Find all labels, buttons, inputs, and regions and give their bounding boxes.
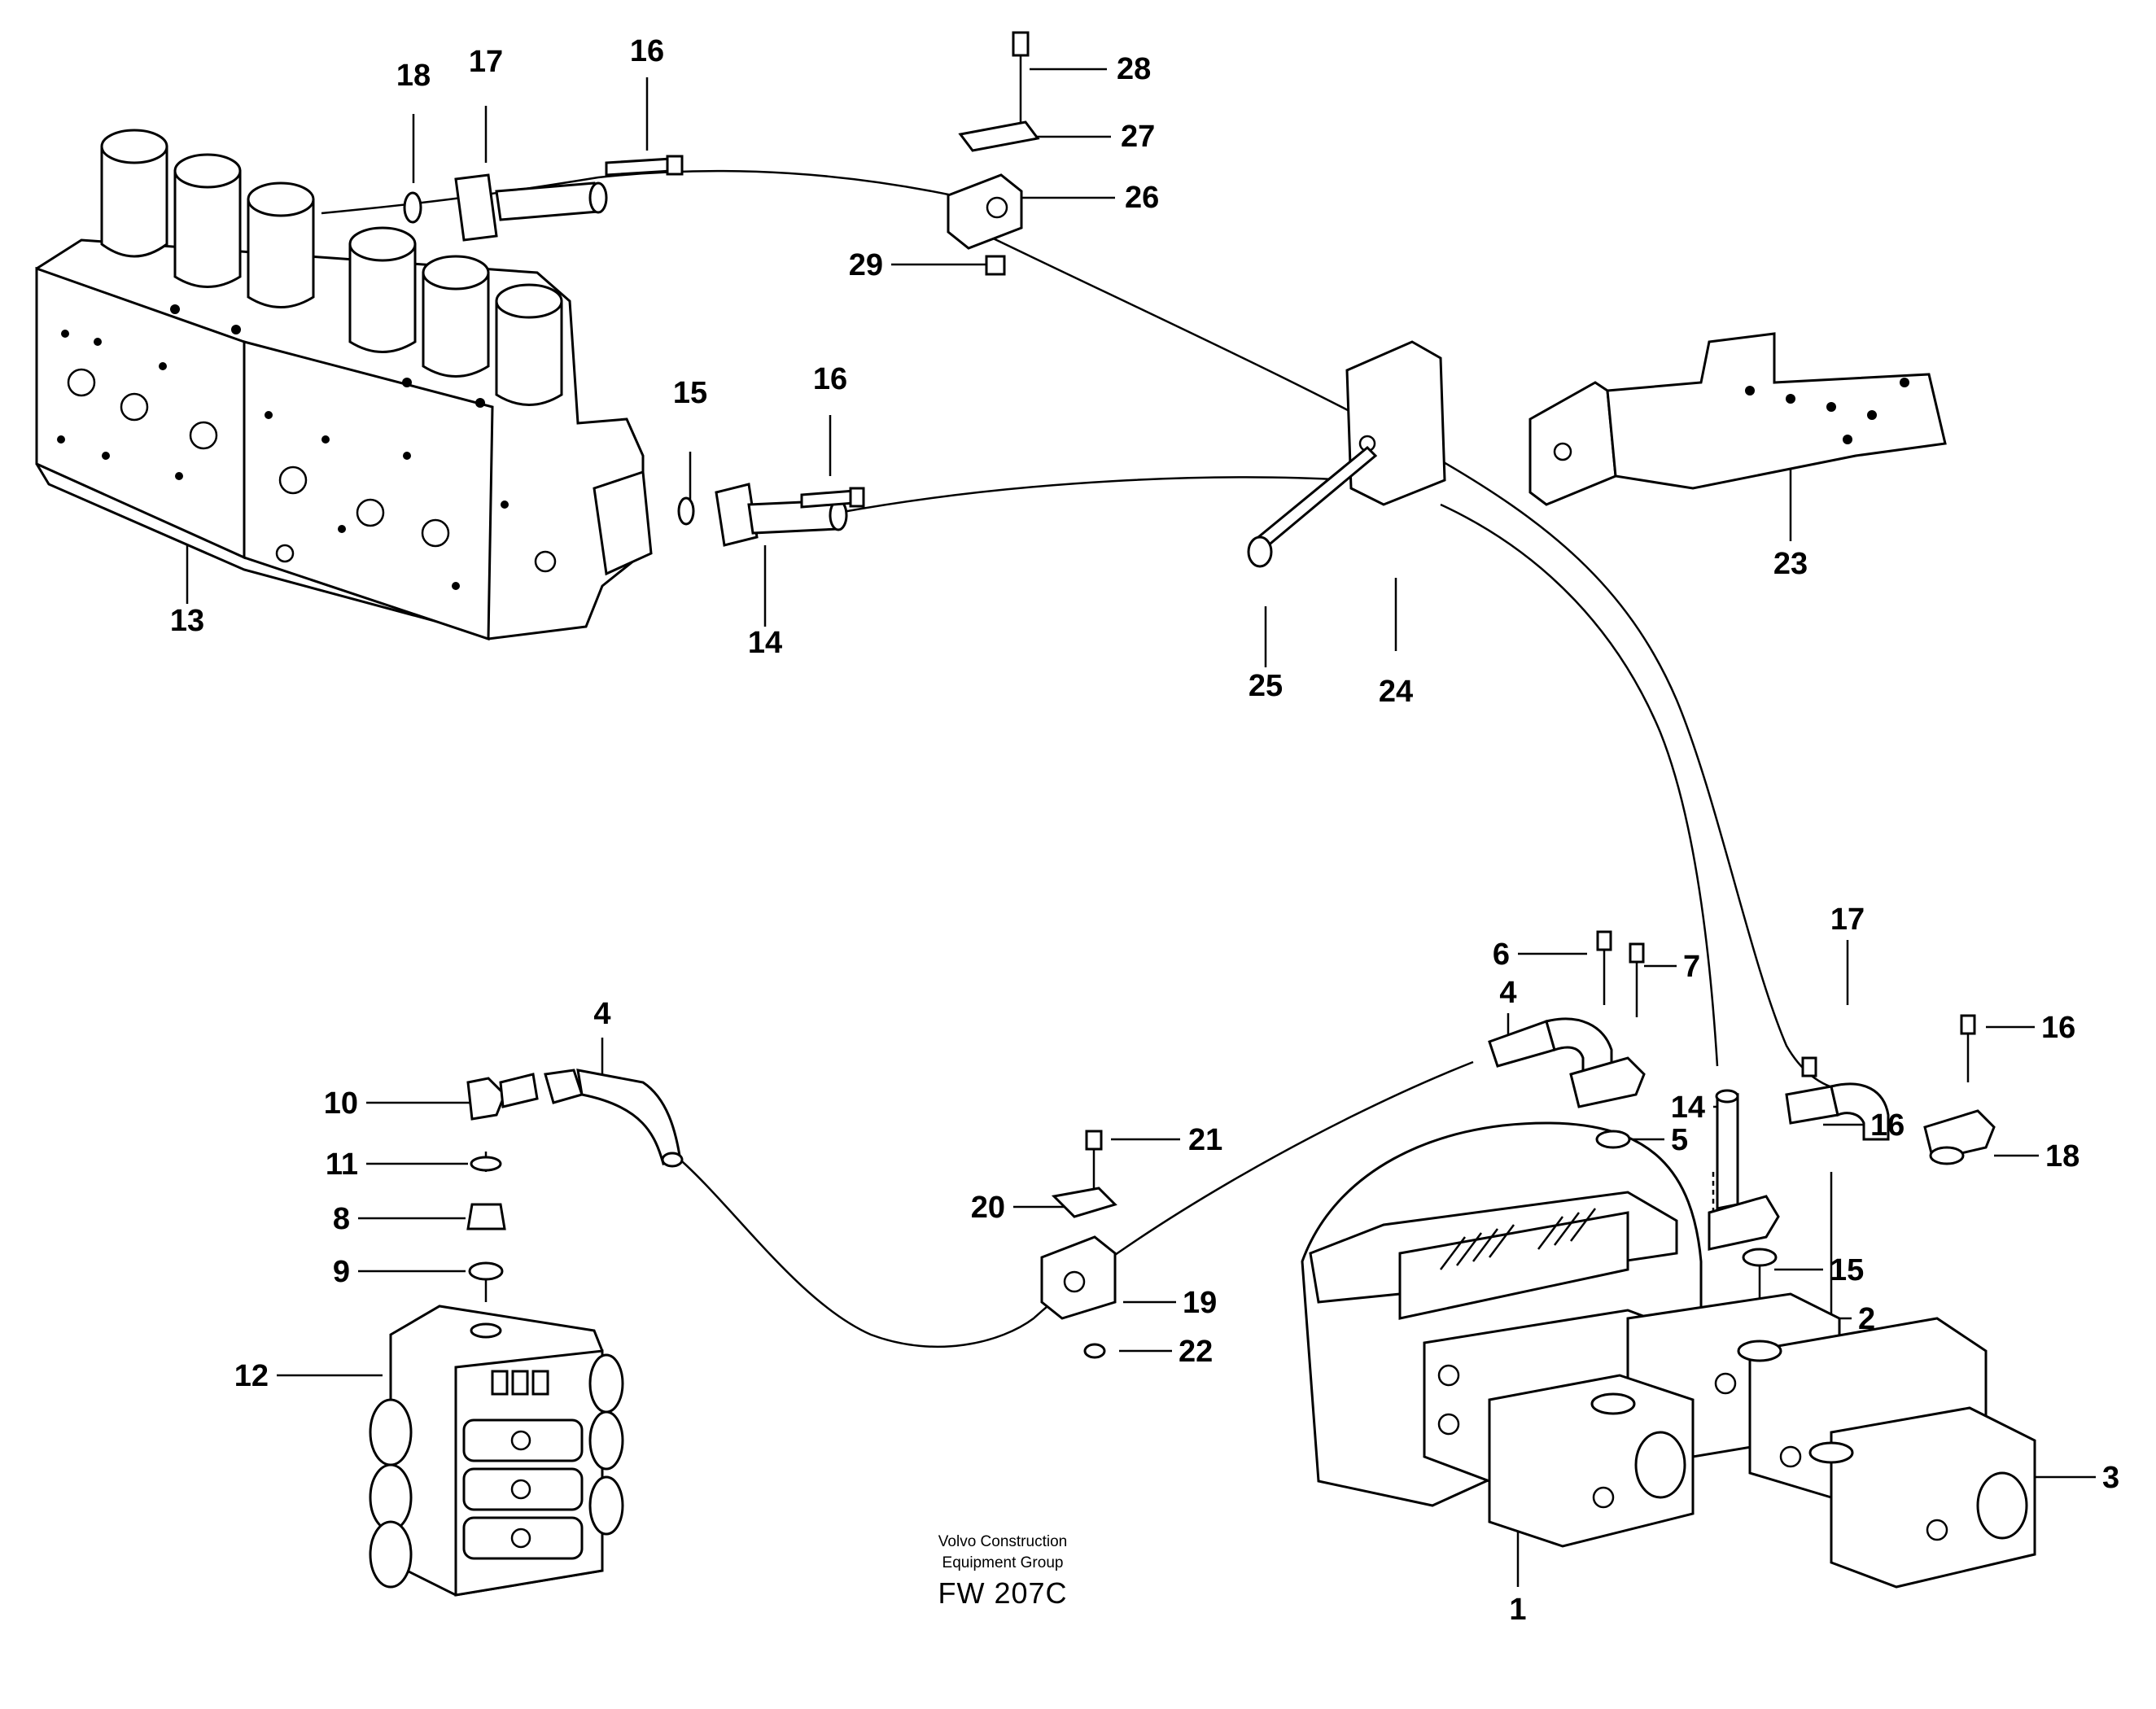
washer-20 — [1051, 1187, 1117, 1218]
nut-29 — [985, 255, 1006, 276]
o-ring-18 — [403, 191, 422, 224]
label-26: 26 — [1125, 181, 1159, 215]
adapter-8 — [466, 1203, 506, 1230]
label-23: 23 — [1773, 547, 1808, 581]
hose-17b — [1785, 1085, 1839, 1125]
bolt-25 — [1251, 445, 1378, 553]
label-5: 5 — [1671, 1123, 1688, 1157]
bolt-7 — [1629, 942, 1645, 964]
o-ring-15a — [677, 496, 695, 526]
label-13: 13 — [170, 604, 204, 638]
label-25: 25 — [1249, 669, 1283, 703]
label-14b: 14 — [1671, 1091, 1705, 1125]
label-22: 22 — [1179, 1335, 1213, 1369]
hose-4b — [1488, 1020, 1556, 1068]
label-16a: 16 — [630, 34, 664, 68]
bolt-6 — [1596, 930, 1612, 951]
flange-pump-b — [1708, 1195, 1780, 1251]
credit-line-1: Volvo Construction — [938, 1533, 1067, 1550]
label-19: 19 — [1183, 1286, 1217, 1320]
valve-block-12 — [369, 1305, 624, 1597]
label-29: 29 — [849, 248, 883, 282]
label-12: 12 — [234, 1359, 269, 1393]
nut-22 — [1083, 1343, 1106, 1359]
label-6: 6 — [1493, 938, 1510, 972]
label-2: 2 — [1858, 1302, 1875, 1336]
label-3: 3 — [2102, 1461, 2119, 1495]
label-14a: 14 — [748, 626, 782, 660]
label-4b: 4 — [1499, 976, 1516, 1010]
label-18a: 18 — [396, 59, 431, 93]
label-11: 11 — [326, 1147, 358, 1182]
clamp-26 — [947, 173, 1023, 250]
fittings-upper — [403, 155, 865, 547]
label-16d: 16 — [1870, 1108, 1905, 1143]
hose-4a — [576, 1069, 681, 1166]
label-24: 24 — [1379, 675, 1413, 709]
label-17b: 17 — [1830, 903, 1865, 937]
drawing-code: FW 207C — [938, 1576, 1067, 1610]
label-16b: 16 — [813, 362, 847, 396]
label-20: 20 — [971, 1191, 1005, 1225]
label-4a: 4 — [593, 997, 610, 1031]
o-ring-5 — [1595, 1130, 1631, 1149]
hose-middle — [837, 476, 1348, 514]
label-1: 1 — [1509, 1593, 1526, 1627]
pump-assembly — [1301, 1121, 2036, 1589]
label-10: 10 — [324, 1086, 358, 1121]
flange-pump-a — [1569, 1056, 1646, 1108]
hose-upper-diagonal — [984, 233, 1844, 1092]
tube-14b — [1716, 1093, 1739, 1210]
label-27: 27 — [1121, 120, 1155, 154]
credit-line-2: Equipment Group — [942, 1554, 1064, 1571]
label-21: 21 — [1188, 1123, 1222, 1157]
label-17a: 17 — [469, 45, 503, 79]
flange-17 — [454, 173, 498, 242]
clamp-24 — [1345, 340, 1446, 506]
hose-middle-to-pump — [1440, 503, 1719, 1067]
label-8: 8 — [333, 1202, 350, 1236]
label-7: 7 — [1683, 950, 1700, 984]
bolt-28 — [1012, 31, 1030, 57]
bracket-23 — [1528, 381, 1617, 506]
o-ring-18b — [1929, 1146, 1965, 1165]
label-15a: 15 — [673, 376, 707, 410]
control-valve-13 — [35, 129, 653, 641]
bolt-21 — [1085, 1130, 1103, 1151]
clamp-assembly-19 — [1040, 1130, 1117, 1359]
bolt-16d — [1801, 1056, 1817, 1077]
elbow-10 — [466, 1077, 506, 1121]
fittings-lower-left — [466, 1069, 684, 1281]
drawing-credit: Volvo Construction Equipment Group FW 20… — [938, 1533, 1067, 1610]
bolt-16a — [605, 157, 673, 177]
callout-labels: 18 17 16 28 27 26 29 15 16 13 14 25 24 2… — [170, 34, 2119, 1627]
clamp-assembly-26 — [947, 31, 1040, 276]
washer-9 — [468, 1261, 504, 1281]
clamp-bracket-23-24 — [1247, 332, 1947, 568]
label-28: 28 — [1117, 52, 1151, 86]
washer-11 — [470, 1156, 502, 1172]
leader-lines — [186, 68, 2096, 1587]
washer-27 — [958, 120, 1040, 152]
bolt-16c — [1960, 1014, 1976, 1035]
label-18b: 18 — [2045, 1139, 2079, 1174]
label-16c: 16 — [2041, 1011, 2075, 1045]
label-9: 9 — [333, 1255, 350, 1289]
flange-14a — [715, 483, 759, 547]
bolt-16b — [800, 489, 856, 509]
label-15b: 15 — [1830, 1253, 1864, 1287]
hose-lower — [675, 1060, 1474, 1348]
hose-lines — [321, 169, 1844, 1348]
o-ring-15b — [1742, 1248, 1778, 1267]
fittings-pump — [1488, 930, 1996, 1267]
